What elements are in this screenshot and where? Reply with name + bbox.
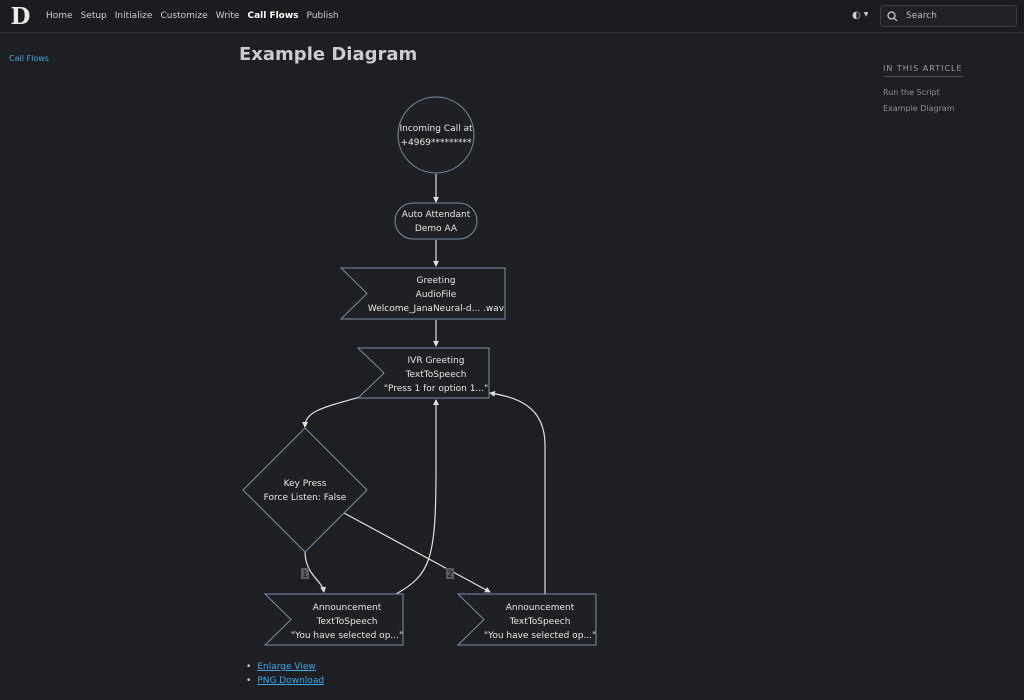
site-logo[interactable]: D: [10, 2, 31, 30]
nav-home[interactable]: Home: [46, 11, 73, 21]
search-icon: [887, 10, 898, 21]
ivr-line-2: TextToSpeech: [405, 370, 467, 380]
node-announcement-2: [456, 593, 597, 646]
ivr-line-3: "Press 1 for option 1...": [384, 384, 488, 394]
nav-customize[interactable]: Customize: [160, 11, 208, 21]
edge-announce1-to-ivr: [395, 399, 439, 595]
nav-setup[interactable]: Setup: [80, 11, 107, 21]
node-auto-attendant: [394, 202, 478, 240]
search-input[interactable]: [904, 10, 1008, 22]
nav-publish[interactable]: Publish: [306, 11, 339, 21]
node-ivr-greeting: [356, 347, 490, 399]
theme-toggle[interactable]: ◐▼: [852, 10, 868, 21]
incoming-line-1: Incoming Call at: [399, 124, 473, 134]
announce2-line-1: Announcement: [506, 603, 575, 613]
announce1-line-1: Announcement: [313, 603, 382, 613]
node-incoming-call: [397, 96, 475, 174]
list-item: • Enlarge View: [246, 660, 324, 674]
aa-line-1: Auto Attendant: [402, 210, 471, 220]
keypress-line-2: Force Listen: False: [264, 493, 347, 503]
announce1-line-3: "You have selected op...": [291, 631, 403, 641]
node-greeting: [339, 267, 506, 320]
incoming-line-2: +4969*********: [401, 138, 472, 148]
edge-keypress-to-announce1: [304, 550, 327, 593]
node-key-press: [242, 427, 368, 553]
announce1-line-2: TextToSpeech: [316, 617, 378, 627]
edge-keypress-to-announce2: [343, 512, 491, 593]
edge-label-1-bg: [301, 568, 309, 579]
sidebar: Call Flows: [9, 54, 49, 63]
contrast-icon: ◐: [852, 10, 861, 21]
announce2-line-3: "You have selected op...": [484, 631, 596, 641]
greeting-line-1: Greeting: [417, 276, 456, 286]
announce2-line-2: TextToSpeech: [509, 617, 571, 627]
png-download-link[interactable]: PNG Download: [257, 676, 325, 686]
edge-label-2: 2: [447, 570, 453, 580]
edge-ivr-to-keypress: [302, 396, 361, 428]
nav-initialize[interactable]: Initialize: [114, 11, 153, 21]
toc-item-run-script[interactable]: Run the Script: [883, 88, 940, 97]
toc-item-example-diagram[interactable]: Example Diagram: [883, 104, 955, 113]
toc-heading: IN THIS ARTICLE: [883, 64, 963, 77]
edge-label-1: 1: [302, 570, 308, 580]
nav-call-flows[interactable]: Call Flows: [247, 11, 299, 21]
node-announcement-1: [263, 593, 404, 646]
aa-line-2: Demo AA: [415, 224, 458, 234]
bullet-icon: •: [246, 676, 252, 686]
ivr-line-1: IVR Greeting: [408, 356, 465, 366]
search-box[interactable]: [880, 5, 1017, 27]
greeting-line-2: AudioFile: [416, 290, 457, 300]
nav-write[interactable]: Write: [215, 11, 240, 21]
sidebar-item-call-flows[interactable]: Call Flows: [9, 54, 49, 63]
edge-announce2-to-ivr: [489, 390, 546, 594]
table-of-contents: IN THIS ARTICLE Run the Script Example D…: [883, 56, 963, 113]
greeting-line-3: Welcome_JanaNeural-d... .wav: [368, 304, 505, 314]
keypress-line-1: Key Press: [284, 479, 327, 489]
edge-label-2-bg: [446, 568, 454, 579]
page-title: Example Diagram: [239, 44, 418, 65]
list-item: • PNG Download: [246, 674, 324, 688]
top-navbar: D Home Setup Initialize Customize Write …: [0, 0, 1024, 33]
bullet-icon: •: [246, 662, 252, 672]
main-nav: Home Setup Initialize Customize Write Ca…: [42, 11, 343, 21]
diagram-links: • Enlarge View • PNG Download: [246, 660, 324, 688]
chevron-down-icon: ▼: [863, 11, 869, 18]
enlarge-view-link[interactable]: Enlarge View: [257, 662, 316, 672]
